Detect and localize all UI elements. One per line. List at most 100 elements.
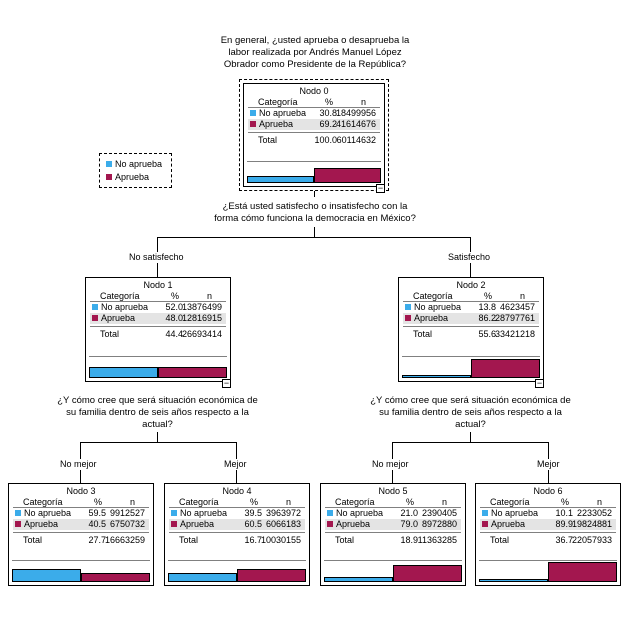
node-row-aprueba: Aprueba 40.5 6750732 [13,519,149,530]
header-n: n [360,97,366,107]
node-bar-chart [12,560,150,582]
category-label: No aprueba [259,108,307,118]
row-percent: 60.5 [244,519,262,529]
category-swatch [171,510,177,516]
node-row-category: No aprueba [92,302,148,313]
node-row-category: No aprueba [405,302,461,313]
row-percent: 10.1 [555,508,573,518]
bar-no-aprueba [247,176,314,183]
total-label: Total [23,535,43,545]
row-percent: 39.5 [244,508,262,518]
category-swatch [92,304,98,310]
row-percent: 48.0 [165,313,183,323]
bar-aprueba [158,367,227,378]
category-label: Aprueba [414,313,449,323]
bar-no-aprueba [402,375,471,378]
bar-aprueba [81,573,150,582]
node-row-no-aprueba: No aprueba 39.5 3963972 [169,508,305,519]
row-percent: 21.0 [400,508,418,518]
header-categoria: Categoría [490,497,530,507]
row-percent: 30.8 [319,108,337,118]
category-label: No aprueba [336,508,384,518]
total-percent: 100.0 [314,135,337,145]
total-percent: 55.6 [478,329,496,339]
header-percent: % [93,497,102,507]
question-root: En general, ¿usted aprueba o desaprueba … [220,35,410,70]
node-2[interactable]: Nodo 2 Categoría % n No aprueba 13.8 462… [398,277,544,388]
category-swatch [327,510,333,516]
row-count: 6750732 [109,519,145,529]
collapse-toggle-button[interactable]: − [535,378,544,388]
category-swatch [405,304,411,310]
total-label: Total [490,535,510,545]
row-percent: 13.8 [478,302,496,312]
header-categoria: Categoría [258,97,298,107]
row-percent: 69.2 [319,119,337,129]
row-count: 8972880 [421,519,457,529]
node-row-category: Aprueba [171,519,214,530]
total-percent: 27.7 [88,535,106,545]
node-6[interactable]: Nodo 6 Categoría % n No aprueba 10.1 223… [475,483,621,586]
total-label: Total [335,535,355,545]
node-4[interactable]: Nodo 4 Categoría % n No aprueba 39.5 396… [164,483,310,586]
node-title: Nodo 1 [143,280,173,290]
row-count: 6066183 [265,519,301,529]
node-table: Categoría % n No aprueba 21.0 2390405 Ap… [325,497,461,546]
row-count: 2233052 [576,508,612,518]
total-count: 60114632 [336,135,376,145]
node-row-aprueba: Aprueba 79.0 8972880 [325,519,461,530]
node-bar-chart [479,560,617,582]
node-table-header: Categoría % n [480,497,616,508]
node-title: Nodo 5 [378,486,408,496]
branch-label-satisfecho: Satisfecho [446,252,493,263]
category-swatch [327,521,333,527]
row-count: 12816915 [181,313,222,323]
header-n: n [285,497,291,507]
row-percent: 79.0 [400,519,418,529]
total-label: Total [179,535,199,545]
node-title: Nodo 3 [66,486,96,496]
node-table-header: Categoría % n [90,291,226,302]
bar-no-aprueba [479,579,548,582]
node-table-header: Categoría % n [13,497,149,508]
total-count: 11363285 [417,535,457,545]
header-percent: % [324,97,333,107]
node-0[interactable]: Nodo 0 Categoría % n No aprueba 30.8 184… [239,79,389,193]
node-row-category: Aprueba [327,519,370,530]
legend-label-no-aprueba: No aprueba [115,159,163,169]
total-count: 33421218 [494,329,535,339]
connector-root-down [314,191,315,197]
legend-swatch-aprueba [106,174,112,180]
total-percent: 36.7 [555,535,573,545]
node-table-header: Categoría % n [325,497,461,508]
legend-item-aprueba: Aprueba [106,172,149,183]
header-n: n [519,291,525,301]
total-count: 22057933 [571,535,612,545]
total-count: 16663259 [104,535,145,545]
bar-aprueba [471,359,540,378]
bar-aprueba [237,569,306,582]
node-5[interactable]: Nodo 5 Categoría % n No aprueba 21.0 239… [320,483,466,586]
question-level1: ¿Está usted satisfecho o insatisfecho co… [214,201,416,224]
category-label: Aprueba [336,519,371,529]
node-table: Categoría % n No aprueba 39.5 3963972 Ap… [169,497,305,546]
node-bar-chart [247,161,381,183]
bar-no-aprueba [168,573,237,582]
legend-swatch-no-aprueba [106,161,112,167]
collapse-toggle-button[interactable]: − [222,378,231,388]
node-3[interactable]: Nodo 3 Categoría % n No aprueba 59.5 991… [8,483,154,586]
node-table: Categoría % n No aprueba 52.0 13876499 A… [90,291,226,340]
branch-label-l-no-mejor: No mejor [58,459,99,470]
category-label: Aprueba [24,519,59,529]
category-label: Aprueba [180,519,215,529]
bar-aprueba [314,168,381,183]
node-row-total: Total 36.7 22057933 [480,532,616,546]
collapse-toggle-button[interactable]: − [376,183,385,193]
node-row-category: No aprueba [171,508,227,519]
row-percent: 89.9 [555,519,573,529]
node-1[interactable]: Nodo 1 Categoría % n No aprueba 52.0 138… [85,277,231,388]
row-count: 13876499 [181,302,222,312]
node-bar-chart [324,560,462,582]
question-level2-left: ¿Y cómo cree que será situación económic… [57,395,258,430]
category-swatch [171,521,177,527]
